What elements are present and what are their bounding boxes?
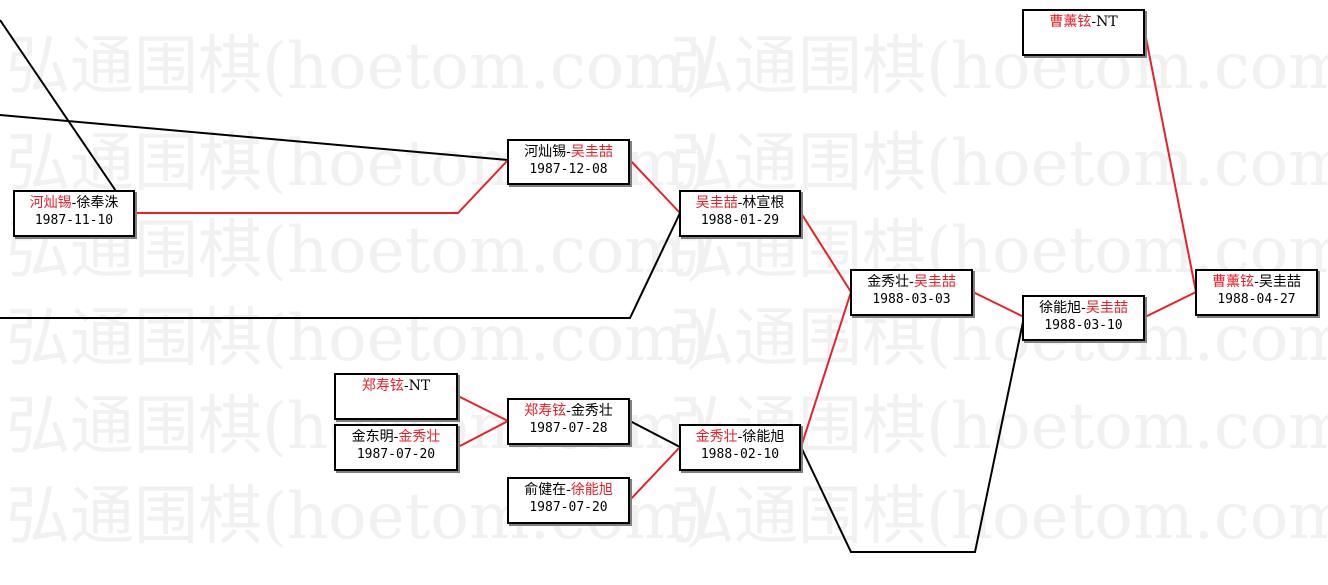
player-two: 金秀壮 bbox=[398, 429, 441, 445]
match-node-m11[interactable]: 曹薰铉-NT bbox=[1022, 9, 1145, 56]
player-two: 吴圭喆 bbox=[913, 274, 956, 290]
match-node-m7[interactable]: 俞健在-徐能旭 1987-07-20 bbox=[507, 477, 630, 524]
bracket-line bbox=[457, 420, 509, 448]
match-players: 吴圭喆-林宣根 bbox=[695, 195, 785, 211]
player-one: 金秀壮 bbox=[867, 274, 910, 290]
player-two: 金秀壮 bbox=[570, 403, 613, 419]
match-players: 郑寿铉-金秀壮 bbox=[524, 403, 613, 419]
player-one: 郑寿铉 bbox=[524, 403, 567, 419]
bracket-line bbox=[135, 159, 509, 214]
match-node-m1[interactable]: 河灿锡-徐奉洙 1987-11-10 bbox=[13, 190, 135, 237]
player-two: 吴圭喆 bbox=[570, 144, 613, 160]
player-two: NT bbox=[1096, 14, 1118, 30]
watermark-text: 弘通围棋(hoetom.com) bbox=[670, 30, 1328, 104]
player-one: 俞健在 bbox=[524, 482, 567, 498]
match-node-m3[interactable]: 吴圭喆-林宣根 1988-01-29 bbox=[679, 190, 801, 237]
match-players: 曹薰铉-吴圭喆 bbox=[1212, 274, 1301, 290]
match-node-m6[interactable]: 郑寿铉-金秀壮 1987-07-28 bbox=[507, 398, 630, 445]
player-two: 林宣根 bbox=[742, 195, 785, 211]
match-date: 1988-03-03 bbox=[872, 292, 951, 307]
match-date: 1988-03-10 bbox=[1044, 318, 1123, 333]
bracket-line bbox=[0, 114, 509, 161]
player-one: 河灿锡 bbox=[524, 144, 567, 160]
bracket-line bbox=[629, 159, 681, 214]
match-players: 徐能旭-吴圭喆 bbox=[1039, 300, 1128, 316]
player-two: 吴圭喆 bbox=[1085, 300, 1128, 316]
match-players: 曹薰铉-NT bbox=[1049, 14, 1118, 30]
match-players: 金秀壮-吴圭喆 bbox=[867, 274, 956, 290]
player-one: 河灿锡 bbox=[29, 195, 72, 211]
match-date: 1987-07-28 bbox=[529, 421, 608, 436]
match-date: 1988-04-27 bbox=[1217, 292, 1296, 307]
player-two: 徐能旭 bbox=[570, 482, 613, 498]
match-players: 郑寿铉-NT bbox=[361, 378, 431, 394]
watermark-text: 弘通围棋(hoetom.com) bbox=[670, 480, 1328, 554]
bracket-line bbox=[629, 420, 681, 448]
match-players: 金东明-金秀壮 bbox=[351, 429, 441, 445]
player-one: 郑寿铉 bbox=[361, 378, 404, 394]
player-one: 曹薰铉 bbox=[1212, 274, 1255, 290]
player-one: 吴圭喆 bbox=[695, 195, 738, 211]
match-node-m5[interactable]: 金东明-金秀壮 1987-07-20 bbox=[334, 424, 458, 471]
player-two: 徐能旭 bbox=[742, 429, 785, 445]
player-two: 吴圭喆 bbox=[1258, 274, 1301, 290]
match-node-m12[interactable]: 曹薰铉-吴圭喆 1988-04-27 bbox=[1195, 269, 1318, 316]
bracket-line bbox=[629, 446, 681, 501]
match-date: 1987-07-20 bbox=[529, 500, 608, 515]
match-node-m2[interactable]: 河灿锡-吴圭喆 1987-12-08 bbox=[507, 139, 630, 185]
match-node-m4[interactable]: 郑寿铉-NT bbox=[334, 373, 458, 420]
match-node-m8[interactable]: 金秀壮-徐能旭 1988-02-10 bbox=[679, 424, 801, 471]
match-players: 金秀壮-徐能旭 bbox=[695, 429, 785, 445]
bracket-line bbox=[0, 212, 681, 319]
player-one: 金秀壮 bbox=[695, 429, 738, 445]
bracket-line bbox=[457, 395, 509, 422]
watermark-text: 弘通围棋(hoetom.com) bbox=[6, 30, 710, 104]
player-one: 曹薰铉 bbox=[1049, 14, 1092, 30]
match-date: 1987-07-20 bbox=[356, 447, 436, 462]
bracket-line bbox=[1144, 32, 1197, 293]
match-node-m10[interactable]: 徐能旭-吴圭喆 1988-03-10 bbox=[1022, 295, 1145, 341]
match-players: 俞健在-徐能旭 bbox=[524, 482, 613, 498]
bracket-line bbox=[800, 316, 1025, 553]
player-two: NT bbox=[408, 378, 431, 394]
player-one: 徐能旭 bbox=[1039, 300, 1082, 316]
match-players: 河灿锡-徐奉洙 bbox=[29, 195, 119, 211]
match-node-m9[interactable]: 金秀壮-吴圭喆 1988-03-03 bbox=[850, 269, 973, 316]
match-players: 河灿锡-吴圭喆 bbox=[524, 144, 613, 160]
watermark-text: 弘通围棋(hoetom.com) bbox=[6, 302, 710, 376]
match-date: 1987-11-10 bbox=[34, 213, 114, 228]
bracket-line bbox=[0, 19, 123, 201]
player-one: 金东明 bbox=[351, 429, 394, 445]
bracket-line bbox=[1144, 291, 1197, 318]
match-date: 1987-12-08 bbox=[529, 162, 608, 177]
match-date: 1988-01-29 bbox=[700, 213, 780, 228]
bracket-line bbox=[800, 291, 852, 448]
player-two: 徐奉洙 bbox=[76, 195, 119, 211]
match-date: 1988-02-10 bbox=[700, 447, 780, 462]
bracket-line bbox=[972, 291, 1025, 318]
watermark-text: 弘通围棋(hoetom.com) bbox=[670, 127, 1328, 201]
bracket-line bbox=[800, 212, 852, 293]
